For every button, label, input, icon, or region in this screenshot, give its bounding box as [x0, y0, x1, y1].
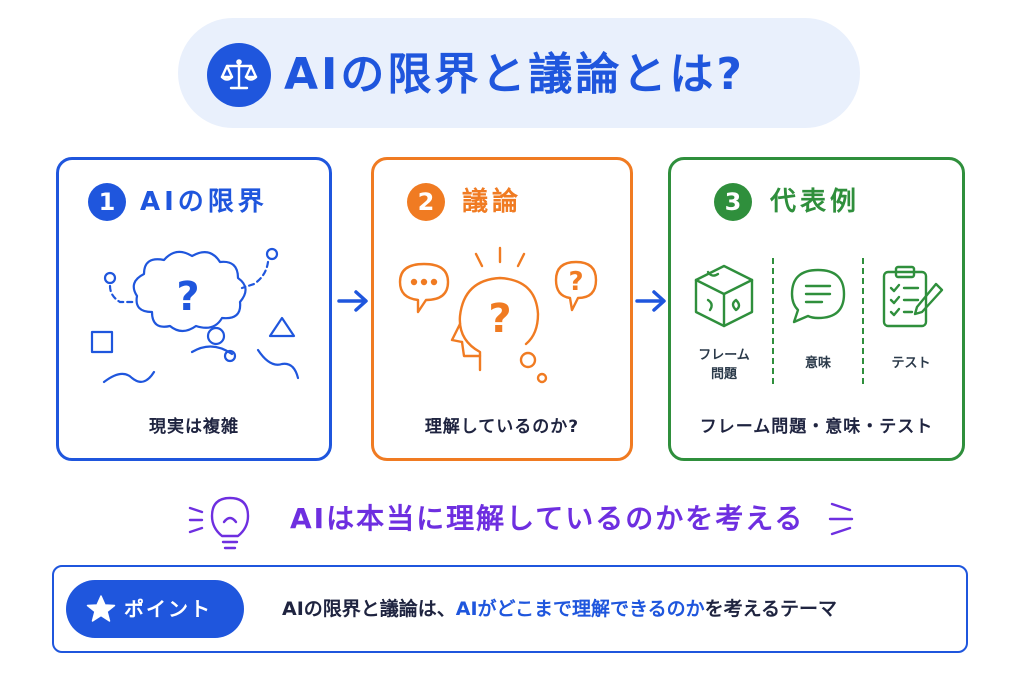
card-heading-examples: 代表例 — [770, 187, 861, 217]
point-text-before: AIの限界と議論は、 — [282, 598, 456, 620]
puzzle-cube-icon — [690, 262, 758, 330]
point-label: ポイント — [124, 597, 212, 621]
point-text-after: を考えるテーマ — [704, 598, 838, 620]
step-number-2: 2 — [407, 183, 445, 221]
head-question-speech-icon: ? ? — [388, 240, 616, 392]
svg-text:?: ? — [568, 267, 583, 297]
title-banner — [178, 18, 860, 128]
star-icon — [86, 594, 116, 624]
thought-cloud-question-icon: ? — [82, 232, 308, 392]
card-heading-ai-limits: AIの限界 — [140, 187, 268, 217]
card-caption-discussion: 理解しているのか? — [424, 417, 580, 437]
step-number-1: 1 — [88, 183, 126, 221]
arrow-right-icon — [336, 289, 370, 313]
scale-icon — [207, 43, 271, 107]
clipboard-pencil-icon — [878, 262, 948, 330]
example-label-meaning: 意味 — [804, 356, 831, 371]
separator — [862, 258, 864, 384]
example-label-test: テスト — [891, 356, 931, 371]
svg-text:?: ? — [488, 296, 511, 342]
svg-text:?: ? — [176, 274, 199, 320]
lightbulb-icon — [188, 486, 268, 552]
example-label-frame-problem: フレーム 問題 — [698, 348, 750, 382]
point-text-highlight: AIがどこまで理解できるのか — [455, 598, 705, 620]
arrow-right-icon — [634, 289, 668, 313]
step-number-3: 3 — [714, 183, 752, 221]
sparkle-lines-icon — [824, 496, 858, 542]
card-caption-ai-limits: 現実は複雑 — [149, 417, 239, 437]
separator — [772, 258, 774, 384]
card-caption-examples: フレーム問題・意味・テスト — [699, 417, 934, 437]
speech-bubble-icon — [786, 264, 850, 328]
page-title: AIの限界と議論とは? — [284, 49, 745, 100]
insight-text: AIは本当に理解しているのかを考える — [290, 502, 805, 535]
card-heading-discussion: 議論 — [462, 187, 523, 217]
point-text: AIの限界と議論は、AIがどこまで理解できるのかを考えるテーマ — [282, 590, 837, 628]
